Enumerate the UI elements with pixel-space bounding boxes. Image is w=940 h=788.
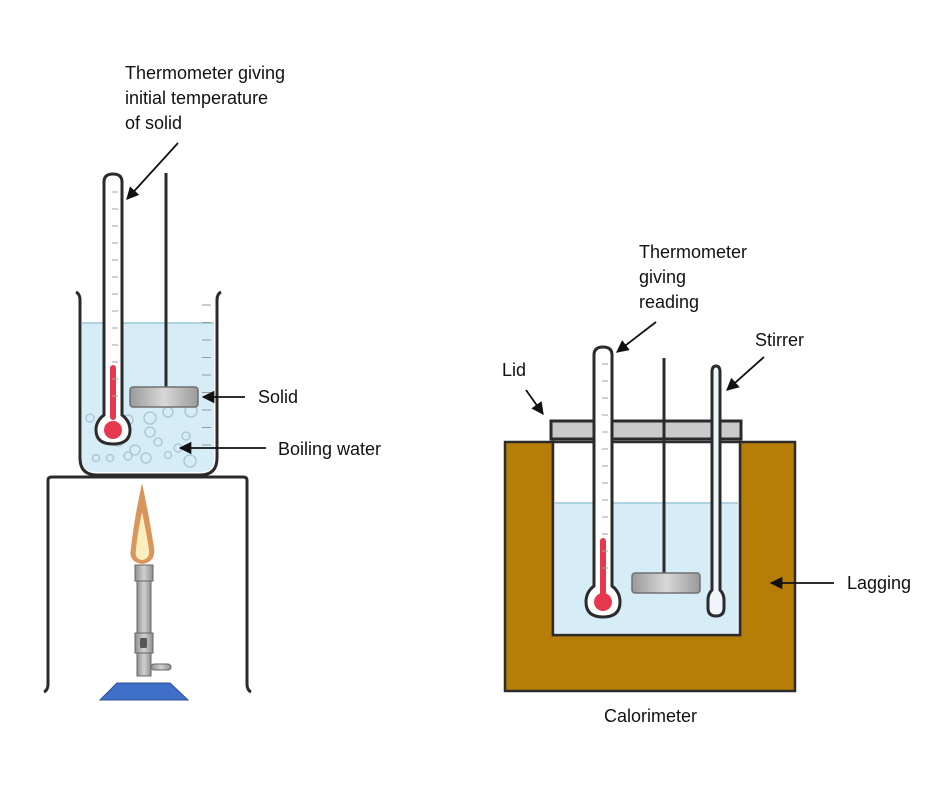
calorimeter-caption: Calorimeter <box>604 706 697 726</box>
right-setup: Thermometer giving reading Stirrer Lid L… <box>502 242 911 726</box>
bubble <box>123 451 133 461</box>
label-line: Thermometer <box>639 242 747 262</box>
bubble <box>144 426 156 438</box>
label-line: Thermometer giving <box>125 63 285 83</box>
stirrer-arrow <box>726 356 765 391</box>
bubble <box>85 413 95 423</box>
boiling-water-label: Boiling water <box>278 439 381 459</box>
left-setup: Thermometer giving initial temperature o… <box>43 63 381 701</box>
solid-block <box>129 386 199 408</box>
bubble <box>129 444 141 456</box>
solid-block-right <box>631 572 701 594</box>
bubble <box>181 431 191 441</box>
label-line: giving <box>639 267 686 287</box>
left-thermometer-label: Thermometer giving initial temperature o… <box>125 63 290 133</box>
bubble <box>140 452 152 464</box>
stirrer <box>706 364 726 618</box>
thermometer-left <box>94 172 132 446</box>
lid-arrow <box>525 389 544 416</box>
solid-label: Solid <box>258 387 298 407</box>
bubble <box>153 437 163 447</box>
stirrer-label: Stirrer <box>755 330 804 350</box>
bunsen-burner <box>98 483 190 701</box>
thermometer-right <box>584 345 622 619</box>
lid-label: Lid <box>502 360 526 380</box>
bubble <box>183 454 197 468</box>
bubble <box>105 453 115 463</box>
bubble <box>163 450 173 460</box>
tripod-stand <box>43 475 252 694</box>
label-line: of solid <box>125 113 182 133</box>
right-thermometer-arrow <box>616 321 657 353</box>
label-line: initial temperature <box>125 88 268 108</box>
left-thermometer-arrow <box>126 142 179 200</box>
right-thermometer-label: Thermometer giving reading <box>639 242 752 312</box>
bubble <box>143 411 157 425</box>
lagging-label: Lagging <box>847 573 911 593</box>
label-line: reading <box>639 292 699 312</box>
beaker <box>75 290 222 477</box>
bubble <box>91 453 101 463</box>
